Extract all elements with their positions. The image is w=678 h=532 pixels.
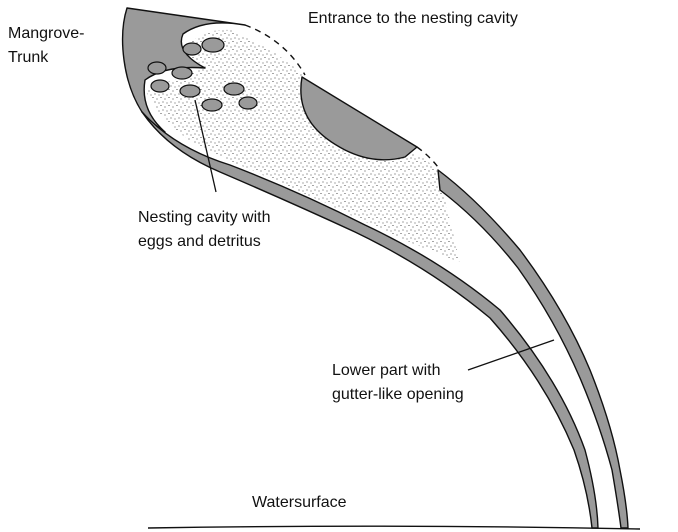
egg <box>148 62 166 74</box>
egg <box>172 67 192 79</box>
egg <box>180 85 200 97</box>
inner-wall <box>438 170 628 528</box>
egg <box>239 97 257 109</box>
label-mangrove-trunk-line2: Trunk <box>8 49 49 66</box>
label-nesting-cavity-line1: Nesting cavity with <box>138 209 271 226</box>
label-mangrove-trunk-line1: Mangrove- <box>8 25 84 42</box>
egg <box>202 99 222 111</box>
egg <box>183 43 201 55</box>
label-entrance: Entrance to the nesting cavity <box>308 10 518 27</box>
label-nesting-cavity-line2: eggs and detritus <box>138 233 261 250</box>
egg <box>151 80 169 92</box>
water-surface-line <box>148 526 640 529</box>
label-lower-part-line1: Lower part with <box>332 362 441 379</box>
label-lower-part-line2: gutter-like opening <box>332 386 464 403</box>
egg <box>224 83 244 95</box>
label-water-surface: Watersurface <box>252 494 347 511</box>
egg <box>202 38 224 52</box>
